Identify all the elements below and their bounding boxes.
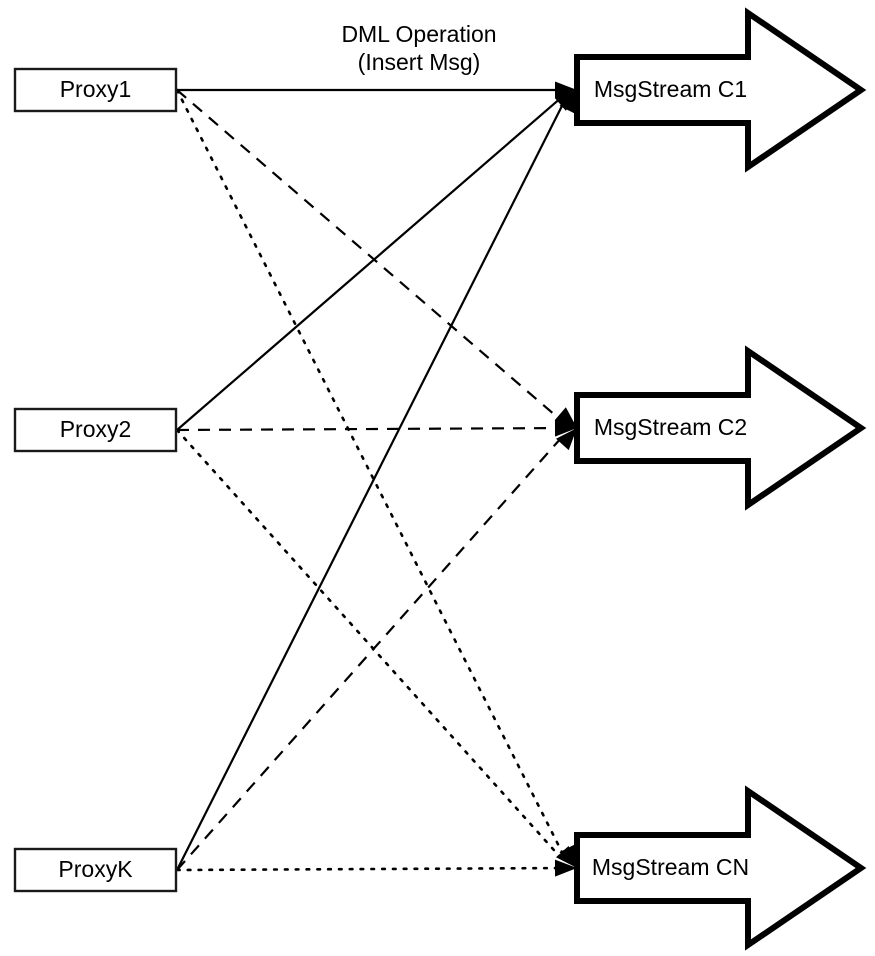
arrowhead-p2-c2: [554, 419, 577, 437]
proxy-box-proxy1: [13, 67, 178, 113]
msgstream-label-stream-cn: MsgStream CN: [592, 854, 749, 880]
arrowhead-pk-cn: [554, 859, 577, 877]
proxy-label-proxy2: Proxy2: [60, 416, 132, 442]
proxy-node-proxy2[interactable]: Proxy2: [13, 407, 178, 453]
msgstream-node-stream-c1[interactable]: MsgStream C1: [574, 7, 867, 173]
dml-operation-label-line1: DML Operation: [341, 21, 496, 47]
arrowhead-pk-c2: [556, 428, 577, 451]
proxy-box-proxy2: [13, 407, 178, 453]
edge-pk-c1: [176, 102, 565, 871]
arrowhead-p2-cn: [555, 845, 577, 868]
proxy-node-proxy1[interactable]: Proxy1: [13, 67, 178, 113]
edges-layer: [175, 88, 565, 872]
block-arrow-shape-stream-c2: [574, 345, 867, 511]
proxy-label-proxyK: ProxyK: [58, 856, 133, 882]
arrowhead-pk-c1: [559, 90, 577, 114]
proxy-node-proxyK[interactable]: ProxyK: [13, 847, 178, 893]
msgstream-label-stream-c1: MsgStream C1: [594, 76, 747, 102]
edge-p1-cn: [175, 88, 565, 857]
msgstream-label-stream-c2: MsgStream C2: [594, 414, 747, 440]
edge-p2-cn: [175, 428, 562, 859]
streams-layer: MsgStream C1 MsgStream C2 MsgStream CN: [574, 7, 867, 951]
edge-pk-cn: [175, 866, 558, 872]
edge-pk-c2: [176, 437, 562, 871]
dml-operation-label-line2: (Insert Msg): [358, 49, 481, 75]
arrowhead-p1-c2: [554, 407, 577, 428]
edge-p1-c2: [176, 89, 561, 420]
arrowheads-layer: [554, 81, 577, 877]
proxy-label-proxy1: Proxy1: [60, 76, 132, 102]
edge-p2-c2: [176, 426, 557, 432]
dml-operation-label: DML Operation (Insert Msg): [341, 21, 496, 75]
msgstream-node-stream-c2[interactable]: MsgStream C2: [574, 345, 867, 511]
arrowhead-p1-c1: [555, 81, 577, 99]
edge-p2-c1: [176, 98, 561, 431]
msgstream-node-stream-cn[interactable]: MsgStream CN: [574, 785, 867, 951]
block-arrow-shape-stream-cn: [574, 785, 867, 951]
proxy-box-proxyK: [13, 847, 178, 893]
block-arrow-shape-stream-c1: [574, 7, 867, 173]
